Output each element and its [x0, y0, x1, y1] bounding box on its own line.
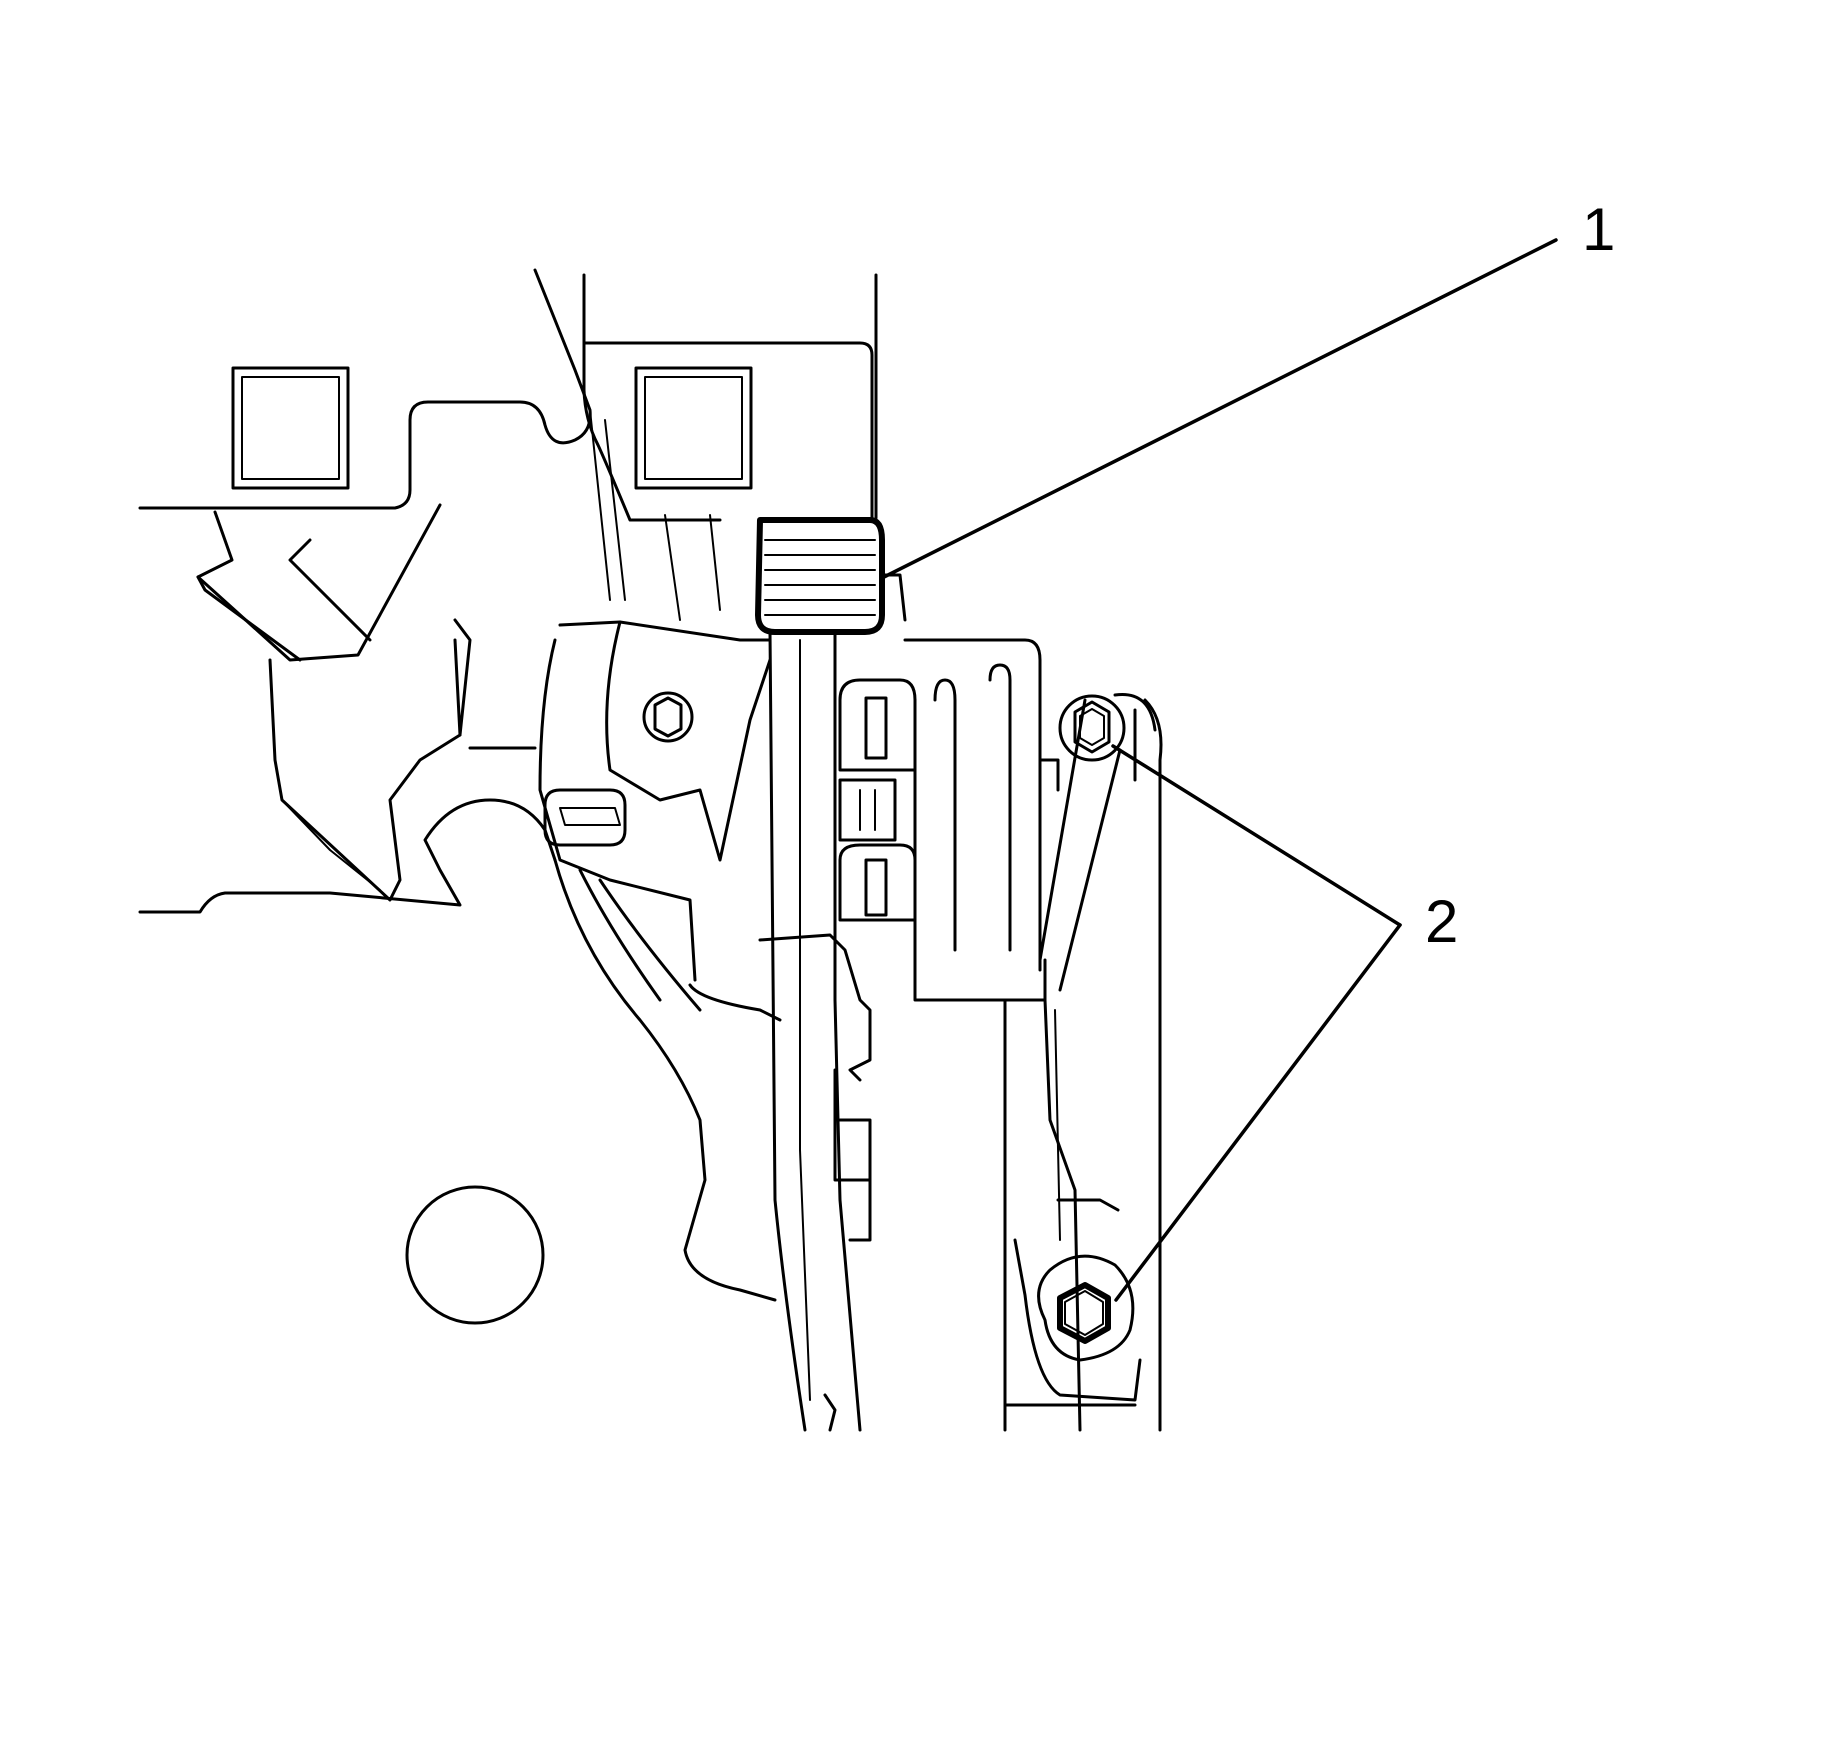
callout-2: 2 [1425, 888, 1458, 955]
right-bracket [903, 638, 1120, 1432]
leader-1 [880, 238, 1558, 580]
left-channel [138, 618, 557, 914]
round-hole [405, 1185, 545, 1325]
pedal-pad [755, 517, 907, 635]
upper-right-bolt [1058, 694, 1126, 762]
pedal-arm [768, 630, 862, 1432]
leader-lines [880, 238, 1558, 1302]
lower-right-bolt [1003, 1238, 1142, 1407]
leader-2-upper [1111, 744, 1402, 927]
left-bolt [642, 691, 694, 743]
main-bracket [538, 620, 782, 1302]
callout-1: 1 [1582, 196, 1615, 263]
upper-left-bracket [138, 268, 592, 662]
leader-2-lower [1114, 923, 1402, 1302]
switch-block [758, 678, 917, 1242]
clip-tab [543, 788, 627, 847]
upper-center-column [582, 273, 878, 621]
